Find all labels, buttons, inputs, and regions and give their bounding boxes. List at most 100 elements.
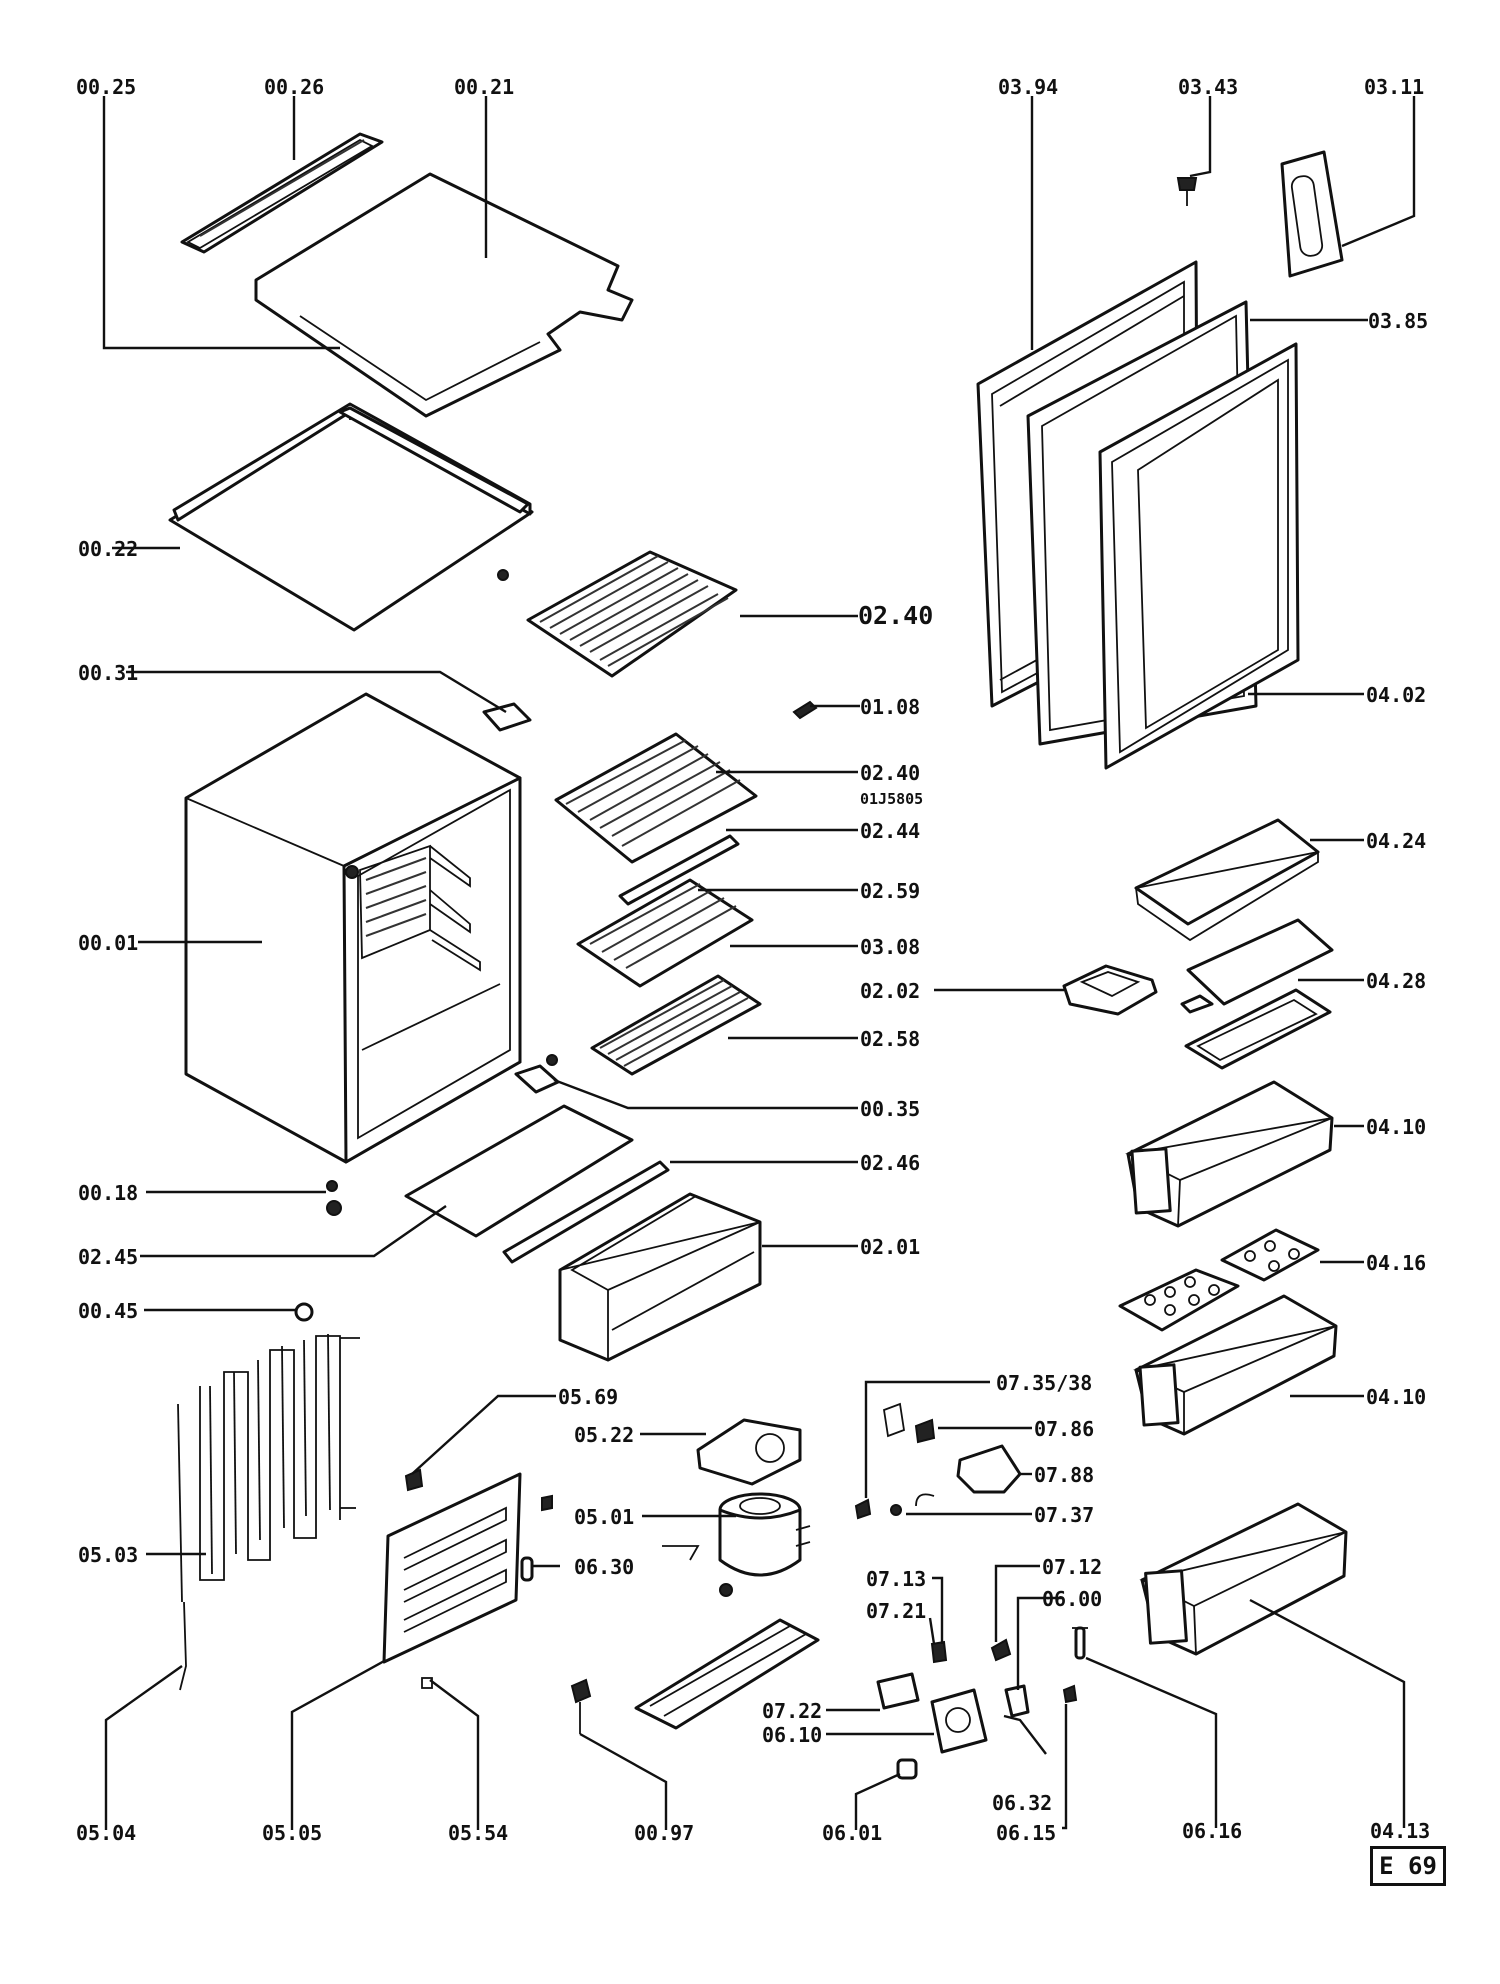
part-label: 03.94 (998, 75, 1058, 99)
part-hinge-cover (1280, 150, 1344, 278)
part-top-strip (180, 132, 384, 254)
part-lamp-socket (1062, 1684, 1078, 1704)
part-grille (590, 974, 762, 1076)
part-label: 04.10 (1366, 1385, 1426, 1409)
part-door-liner (1098, 342, 1300, 770)
part-label: 05.01 (574, 1505, 634, 1529)
part-butter-box (1062, 964, 1158, 1016)
part-label: 00.22 (78, 537, 138, 561)
part-relay-group (854, 1402, 1022, 1520)
part-lamp (1072, 1626, 1088, 1660)
part-bracket (482, 702, 532, 732)
part-valve (570, 1678, 592, 1734)
part-label: 06.16 (1182, 1819, 1242, 1843)
part-label: 03.08 (860, 935, 920, 959)
part-label: 04.24 (1366, 829, 1426, 853)
part-label: 00.21 (454, 75, 514, 99)
part-crisper-strip (502, 1160, 670, 1264)
part-label: 00.01 (78, 931, 138, 955)
part-label: 07.12 (1042, 1555, 1102, 1579)
part-label: 04.13 (1370, 1819, 1430, 1843)
part-label: 02.44 (860, 819, 920, 843)
part-screw (1176, 177, 1198, 206)
part-back-panel (382, 1472, 522, 1689)
part-label: 02.02 (860, 979, 920, 1003)
part-label: 00.31 (78, 661, 138, 685)
part-label: 07.21 (866, 1599, 926, 1623)
part-hinge-clip (514, 1054, 560, 1094)
part-labels: 00.25 00.26 00.21 03.94 03.43 03.11 03.8… (76, 75, 1430, 1845)
part-door-shelf-lid (1134, 818, 1320, 942)
part-label: 06.00 (1042, 1587, 1102, 1611)
part-label: 06.10 (762, 1723, 822, 1747)
part-label: 02.45 (78, 1245, 138, 1269)
part-label: 01J5805 (860, 790, 923, 808)
part-label: 05.03 (78, 1543, 138, 1567)
leader-lines (102, 96, 1416, 1830)
part-label: 06.32 (992, 1791, 1052, 1815)
part-cabinet (184, 692, 522, 1164)
part-compressor (662, 1492, 811, 1597)
part-wire-shelf-lower (576, 878, 754, 988)
part-label: 00.25 (76, 75, 136, 99)
part-label: 02.46 (860, 1151, 920, 1175)
part-label: 06.01 (822, 1821, 882, 1845)
part-crisper-bin (558, 1192, 762, 1362)
part-condenser (177, 1333, 360, 1691)
part-label: 02.01 (860, 1235, 920, 1259)
page-code-box: E 69 (1370, 1846, 1446, 1886)
part-label: 01.08 (860, 695, 920, 719)
part-clip (792, 700, 818, 720)
part-wire-shelf-upper (526, 550, 738, 678)
part-label: 05.54 (448, 1821, 508, 1845)
part-wire-shelf-middle (554, 732, 758, 864)
part-label: 04.16 (1366, 1251, 1426, 1275)
part-door-bin-upper (1125, 1080, 1334, 1228)
part-pin (520, 1494, 553, 1582)
part-label: 00.26 (264, 75, 324, 99)
part-label: 04.28 (1366, 969, 1426, 993)
part-label: 07.13 (866, 1567, 926, 1591)
part-label: 07.37 (1034, 1503, 1094, 1527)
part-label: 05.22 (574, 1423, 634, 1447)
part-dairy-compartment (1180, 918, 1334, 1070)
part-label: 05.05 (262, 1821, 322, 1845)
part-label: 02.40 (858, 601, 933, 630)
part-label: 05.69 (558, 1385, 618, 1409)
part-grommet (896, 1758, 918, 1780)
part-label: 00.97 (634, 1821, 694, 1845)
part-label: 07.35/38 (996, 1371, 1092, 1395)
part-rail (618, 834, 740, 906)
part-label: 04.10 (1366, 1115, 1426, 1139)
part-thermostat-group (876, 1638, 1030, 1754)
part-label: 03.43 (1178, 75, 1238, 99)
part-label: 03.11 (1364, 75, 1424, 99)
part-label: 07.88 (1034, 1463, 1094, 1487)
part-egg-tray (1118, 1228, 1320, 1332)
part-label: 07.86 (1034, 1417, 1094, 1441)
part-label: 02.58 (860, 1027, 920, 1051)
part-label: 05.04 (76, 1821, 136, 1845)
part-base-plate (634, 1618, 820, 1730)
page-code: E 69 (1379, 1852, 1437, 1880)
part-label: 07.22 (762, 1699, 822, 1723)
part-label: 04.02 (1366, 683, 1426, 707)
part-label: 00.45 (78, 1299, 138, 1323)
part-label: 00.18 (78, 1181, 138, 1205)
part-label: 02.59 (860, 879, 920, 903)
part-top-panel (254, 172, 634, 418)
part-frame (168, 402, 534, 632)
part-door-bin-lower (1133, 1294, 1338, 1436)
part-label: 06.30 (574, 1555, 634, 1579)
part-label: 06.15 (996, 1821, 1056, 1845)
part-label: 02.40 (860, 761, 920, 785)
part-label: 00.35 (860, 1097, 920, 1121)
part-bottle-bin (1139, 1502, 1348, 1656)
part-compressor-bracket (696, 1418, 802, 1486)
part-cap (294, 1302, 314, 1322)
part-foot-screw (326, 1180, 342, 1216)
part-label: 03.85 (1368, 309, 1428, 333)
part-small-pin (497, 569, 509, 581)
part-crisper-glass (404, 1104, 634, 1238)
